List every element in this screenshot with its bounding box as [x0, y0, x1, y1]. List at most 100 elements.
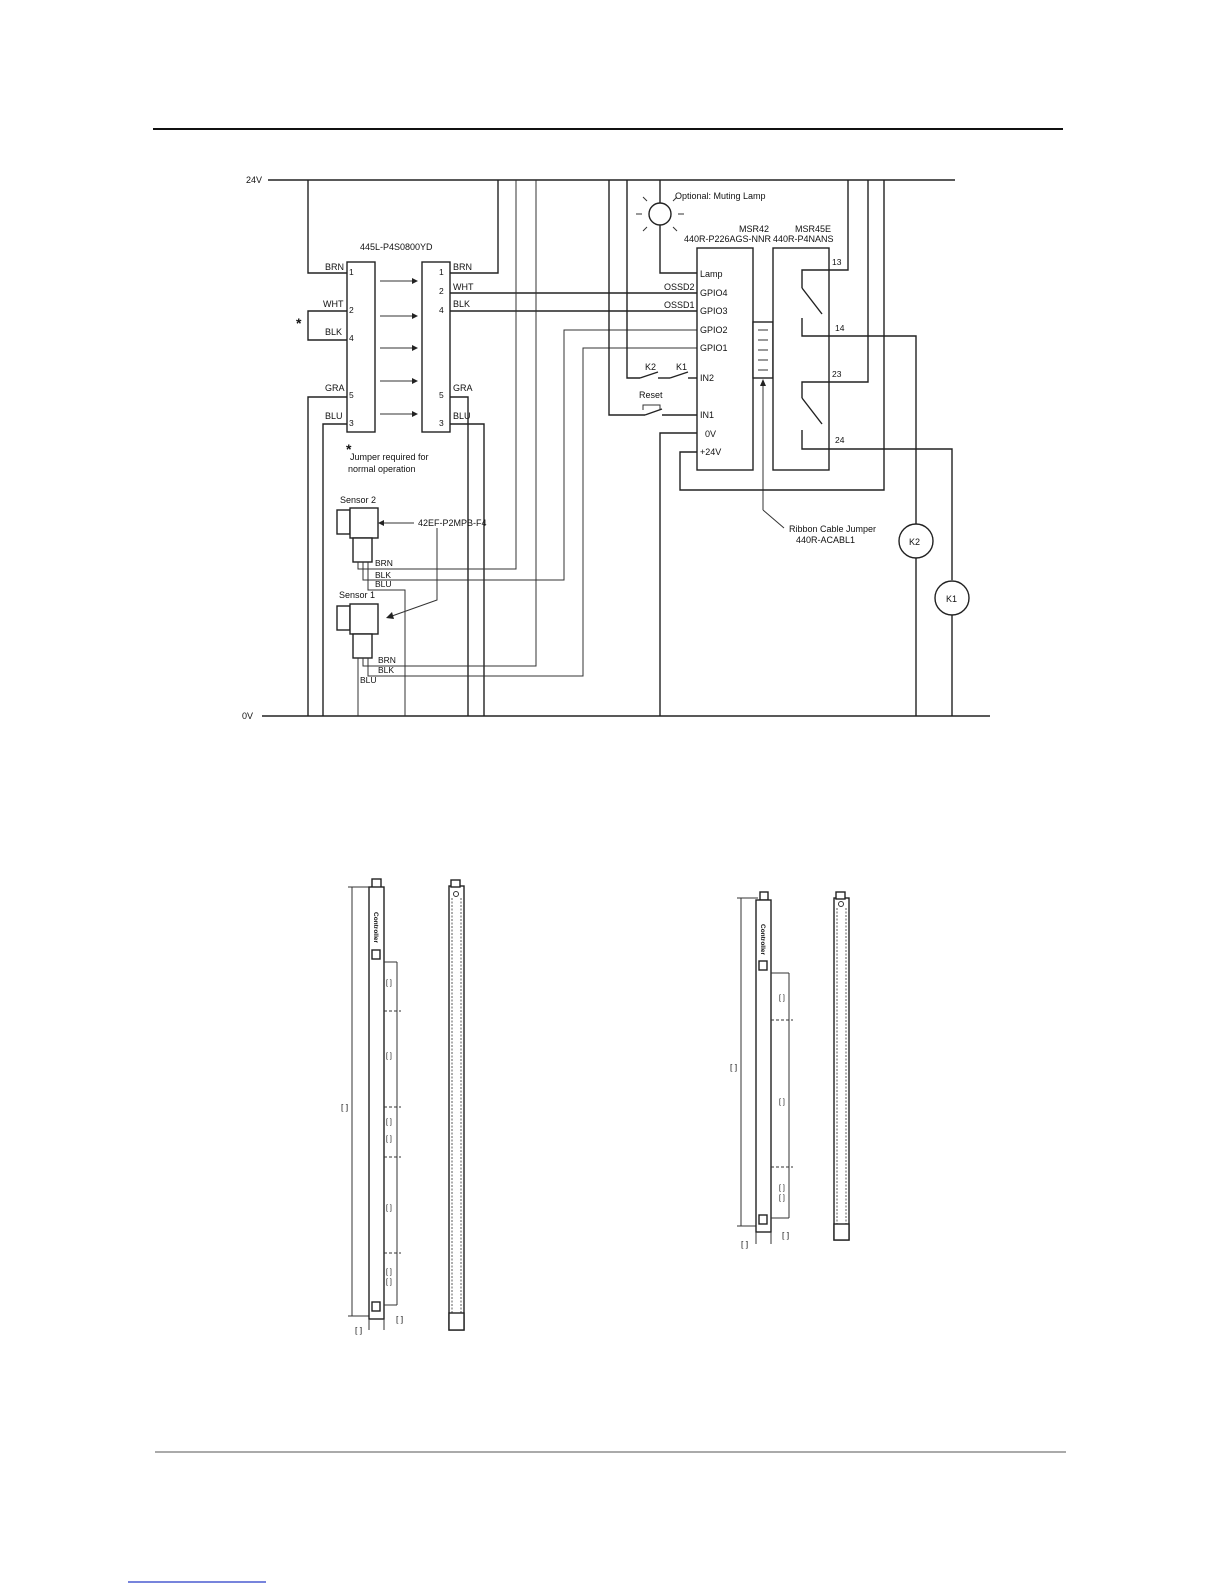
sensor-model-leader: [391, 528, 438, 617]
msr42-24v-wire: [679, 180, 885, 491]
rx-wire-4: GRA: [453, 383, 473, 393]
tx-pin-1: 1: [349, 267, 354, 277]
reset-button-icon[interactable]: [642, 404, 661, 410]
tx-pin-3: 4: [349, 333, 354, 343]
msr42-terminal-gpio1: GPIO1: [700, 343, 728, 353]
msr42-module: MSR42 440R-P226AGS-NNR Lamp GPIO4 GPIO3 …: [664, 224, 876, 545]
msr42-terminal-in1: IN1: [700, 410, 714, 420]
tx-brn-wire: [307, 180, 347, 274]
contact-k1: [669, 371, 689, 379]
rx-wire-2: WHT: [453, 282, 474, 292]
msr42-terminal-0v: 0V: [705, 429, 716, 439]
sensor-2-wire-brn: BRN: [375, 558, 393, 568]
msr45e-terminal-14: 14: [835, 323, 845, 333]
svg-text:[ ]: [ ]: [386, 1053, 392, 1060]
svg-text:[ ]: [ ]: [741, 1239, 748, 1249]
sensor-1-wire-brn: BRN: [378, 655, 396, 665]
svg-text:[ ]: [ ]: [779, 1185, 785, 1192]
output-contact-2: [801, 397, 823, 425]
terminal-13-wire: [801, 180, 849, 288]
svg-text:[ ]: [ ]: [779, 995, 785, 1002]
msr42-name: MSR42: [739, 224, 769, 234]
sensor-2-wire-blu: BLU: [375, 579, 392, 589]
short-unit-front: [755, 899, 772, 1233]
sensor-1-cable-gland: [352, 633, 373, 659]
tx-wire-3: BLK: [325, 327, 342, 337]
long-unit-front: [368, 886, 385, 1320]
sensor-1-wire-blu: BLU: [360, 675, 377, 685]
sensor-1-label: Sensor 1: [339, 590, 375, 600]
dimension-drawing-long: [ ] Controller [ ] [ ] [ ] [ ] [ ] [ ] […: [341, 878, 465, 1335]
rx-pin-3: 4: [439, 305, 444, 315]
muting-sensors: Sensor 2 42EF-P2MPB-F4 BRN BLK BLU Senso…: [336, 180, 697, 716]
in2-supply-wire: [626, 180, 640, 379]
msr45e-terminal-13: 13: [832, 257, 842, 267]
tx-jumper-wire: [307, 310, 347, 341]
short-unit-logo: Controller: [759, 924, 766, 956]
tx-gra-wire: [307, 396, 347, 716]
sensor-2-brn-wire: [357, 180, 517, 570]
rx-wire-3: BLK: [453, 299, 470, 309]
contact-k2-label: K2: [645, 362, 656, 372]
output-contact-1: [801, 287, 823, 315]
lamp-icon: [648, 202, 672, 226]
coil-k1-label: K1: [946, 594, 957, 604]
svg-text:[ ]: [ ]: [386, 1205, 392, 1212]
ossd1-label: OSSD1: [664, 300, 695, 310]
svg-text:[ ]: [ ]: [355, 1325, 362, 1335]
sensor-1-body: [349, 603, 379, 635]
msr42-terminal-in2: IN2: [700, 373, 714, 383]
msr42-block: [696, 247, 754, 471]
contact-k2: [639, 371, 659, 379]
rx-pin-5: 3: [439, 418, 444, 428]
msr42-terminal-24v: +24V: [700, 447, 721, 457]
long-unit-side: [448, 885, 465, 1331]
terminal-14-wire: [801, 318, 917, 524]
msr42-terminal-gpio3: GPIO3: [700, 306, 728, 316]
jumper-note-mark: *: [346, 441, 352, 457]
reset-label: Reset: [639, 390, 663, 400]
light-curtain: 445L-P4S0800YD BRN 1 WHT 2 BLK 4 GRA 5 B…: [296, 180, 697, 716]
ribbon-label-line1: Ribbon Cable Jumper: [789, 524, 876, 534]
sensor-model-label: 42EF-P2MPB-F4: [418, 518, 487, 528]
svg-text:[ ]: [ ]: [779, 1099, 785, 1106]
tx-pin-5: 3: [349, 418, 354, 428]
jumper-mark: *: [296, 315, 302, 331]
svg-text:[ ]: [ ]: [386, 1269, 392, 1276]
reset-circuit: Reset: [608, 180, 697, 416]
msr42-terminal-gpio2: GPIO2: [700, 325, 728, 335]
tx-wire-1: BRN: [325, 262, 344, 272]
lamp-wire: [659, 225, 697, 274]
svg-text:[ ]: [ ]: [341, 1102, 348, 1112]
transmitter-block: [346, 261, 376, 433]
tx-wire-2: WHT: [323, 299, 344, 309]
rx-pin-2: 2: [439, 286, 444, 296]
sensor-2-label: Sensor 2: [340, 495, 376, 505]
sensor-2-lens: [336, 509, 351, 535]
svg-text:[ ]: [ ]: [386, 1279, 392, 1286]
relay-coils: K2 K1: [898, 523, 970, 716]
rx-brn-wire: [450, 180, 499, 274]
in2-contacts: K2 K1: [626, 180, 697, 379]
msr45e-terminal-24: 24: [835, 435, 845, 445]
sensor-2-cable-gland: [352, 537, 373, 563]
sensor-1-blk-wire: [367, 347, 697, 677]
svg-text:[ ]: [ ]: [396, 1314, 403, 1324]
rx-gra-wire: [450, 396, 469, 716]
tx-pin-4: 5: [349, 390, 354, 400]
msr45e-block: [772, 247, 830, 471]
msr45e-catalog: 440R-P4NANS: [773, 234, 834, 244]
sensor-1-wire-blk: BLK: [378, 665, 394, 675]
terminal-24-wire: [801, 430, 953, 580]
rx-wire-5: BLU: [453, 411, 471, 421]
terminal-23-wire: [801, 180, 869, 398]
rx-blu-wire: [450, 423, 485, 716]
msr42-terminal-gpio4: GPIO4: [700, 288, 728, 298]
svg-text:[ ]: [ ]: [779, 1195, 785, 1202]
rx-pin-1: 1: [439, 267, 444, 277]
sensor-2-blu-wire: [367, 562, 406, 716]
coil-k2-label: K2: [909, 537, 920, 547]
dimension-drawing-short: [ ] Controller [ ] [ ] [ ] [ ] [ ] [ ]: [730, 891, 850, 1249]
